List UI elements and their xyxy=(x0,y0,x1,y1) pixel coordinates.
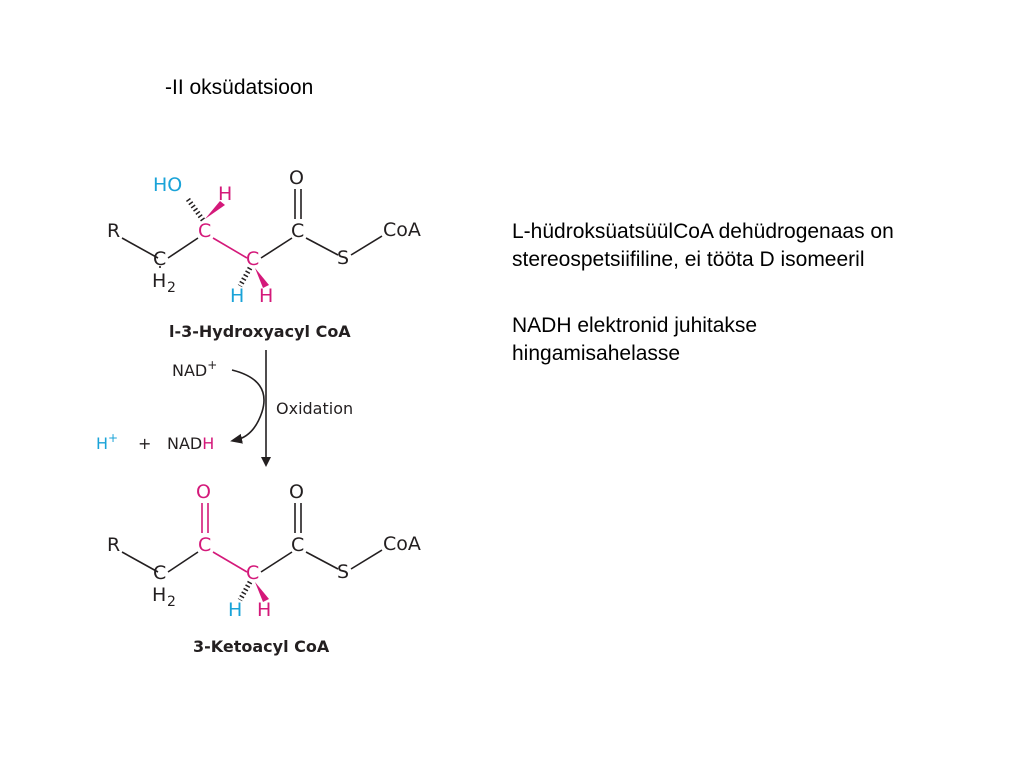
slide-title: -II oksüdatsioon xyxy=(165,76,314,99)
note-line: L-hüdroksüatsüülCoA dehüdrogenaas on xyxy=(512,220,894,243)
oxidant-label: NAD+ xyxy=(172,358,217,380)
hydroxyl-group: HO xyxy=(153,174,182,196)
bond xyxy=(121,237,159,259)
bond xyxy=(212,551,248,573)
bond xyxy=(305,551,339,570)
bond xyxy=(350,235,383,256)
bond xyxy=(167,551,199,573)
reaction-arrow: NAD+ Oxidation H+ + NADH xyxy=(96,350,353,467)
atom-hydrogen: H xyxy=(230,285,244,307)
plus-sign: + xyxy=(138,434,151,453)
coa-group: CoA xyxy=(383,219,421,241)
atom-hydrogen: H xyxy=(259,285,273,307)
product-name: 3-Ketoacyl CoA xyxy=(193,637,330,656)
hashed-bond xyxy=(237,266,253,288)
atom-carbon-carbonyl: C xyxy=(291,534,304,556)
atom-carbon-keto: C xyxy=(198,534,211,556)
oxidation-label: Oxidation xyxy=(276,399,353,418)
bond xyxy=(167,237,199,259)
curved-arrow xyxy=(230,369,265,444)
atom-hydrogen: H xyxy=(218,183,232,205)
note-nadh: NADH elektronid juhitakse hingamisahelas… xyxy=(512,312,1012,368)
hashed-bond xyxy=(184,196,206,222)
bond xyxy=(260,551,293,573)
reactant-name: l-3-Hydroxyacyl CoA xyxy=(169,322,351,341)
product-molecule: R C H 2 C C C O O S CoA H H 3-Ketoacyl C… xyxy=(107,481,421,656)
atom-hydrogen: H xyxy=(152,270,166,292)
atom-R: R xyxy=(107,220,120,242)
wedge-bond xyxy=(255,268,269,288)
bond xyxy=(121,551,159,573)
coa-group: CoA xyxy=(383,533,421,555)
atom-oxygen-keto: O xyxy=(196,481,211,503)
atom-carbon-beta: C xyxy=(246,248,259,270)
reductant-label: NADH xyxy=(167,434,214,453)
atom-carbon-alpha: C xyxy=(198,220,211,242)
bond xyxy=(350,549,383,570)
subscript: 2 xyxy=(167,280,176,296)
atom-hydrogen: H xyxy=(257,599,271,621)
atom-carbon: C xyxy=(153,248,166,270)
note-line: stereospetsiifiline, ei tööta D isomeeri… xyxy=(512,248,865,271)
bond xyxy=(305,237,339,256)
atom-carbon-beta: C xyxy=(246,562,259,584)
note-line: NADH elektronid juhitakse xyxy=(512,314,758,337)
atom-hydrogen: H xyxy=(152,584,166,606)
reactant-molecule: R C H 2 C C C HO H O S CoA H H l-3-Hydro… xyxy=(107,167,421,341)
subscript: 2 xyxy=(167,594,176,610)
hashed-bond xyxy=(237,580,253,602)
atom-sulfur: S xyxy=(337,247,349,269)
atom-hydrogen: H xyxy=(228,599,242,621)
atom-carbon: C xyxy=(153,562,166,584)
proton-label: H+ xyxy=(96,431,118,453)
atom-sulfur: S xyxy=(337,561,349,583)
note-dehydrogenase: L-hüdroksüatsüülCoA dehüdrogenaas on ste… xyxy=(512,218,1012,274)
atom-R: R xyxy=(107,534,120,556)
wedge-bond xyxy=(205,201,225,219)
note-line: hingamisahelasse xyxy=(512,342,681,365)
bond xyxy=(212,237,248,259)
atom-oxygen: O xyxy=(289,481,304,503)
atom-carbon-carbonyl: C xyxy=(291,220,304,242)
bond xyxy=(260,237,293,259)
wedge-bond xyxy=(255,582,269,602)
atom-oxygen: O xyxy=(289,167,304,189)
